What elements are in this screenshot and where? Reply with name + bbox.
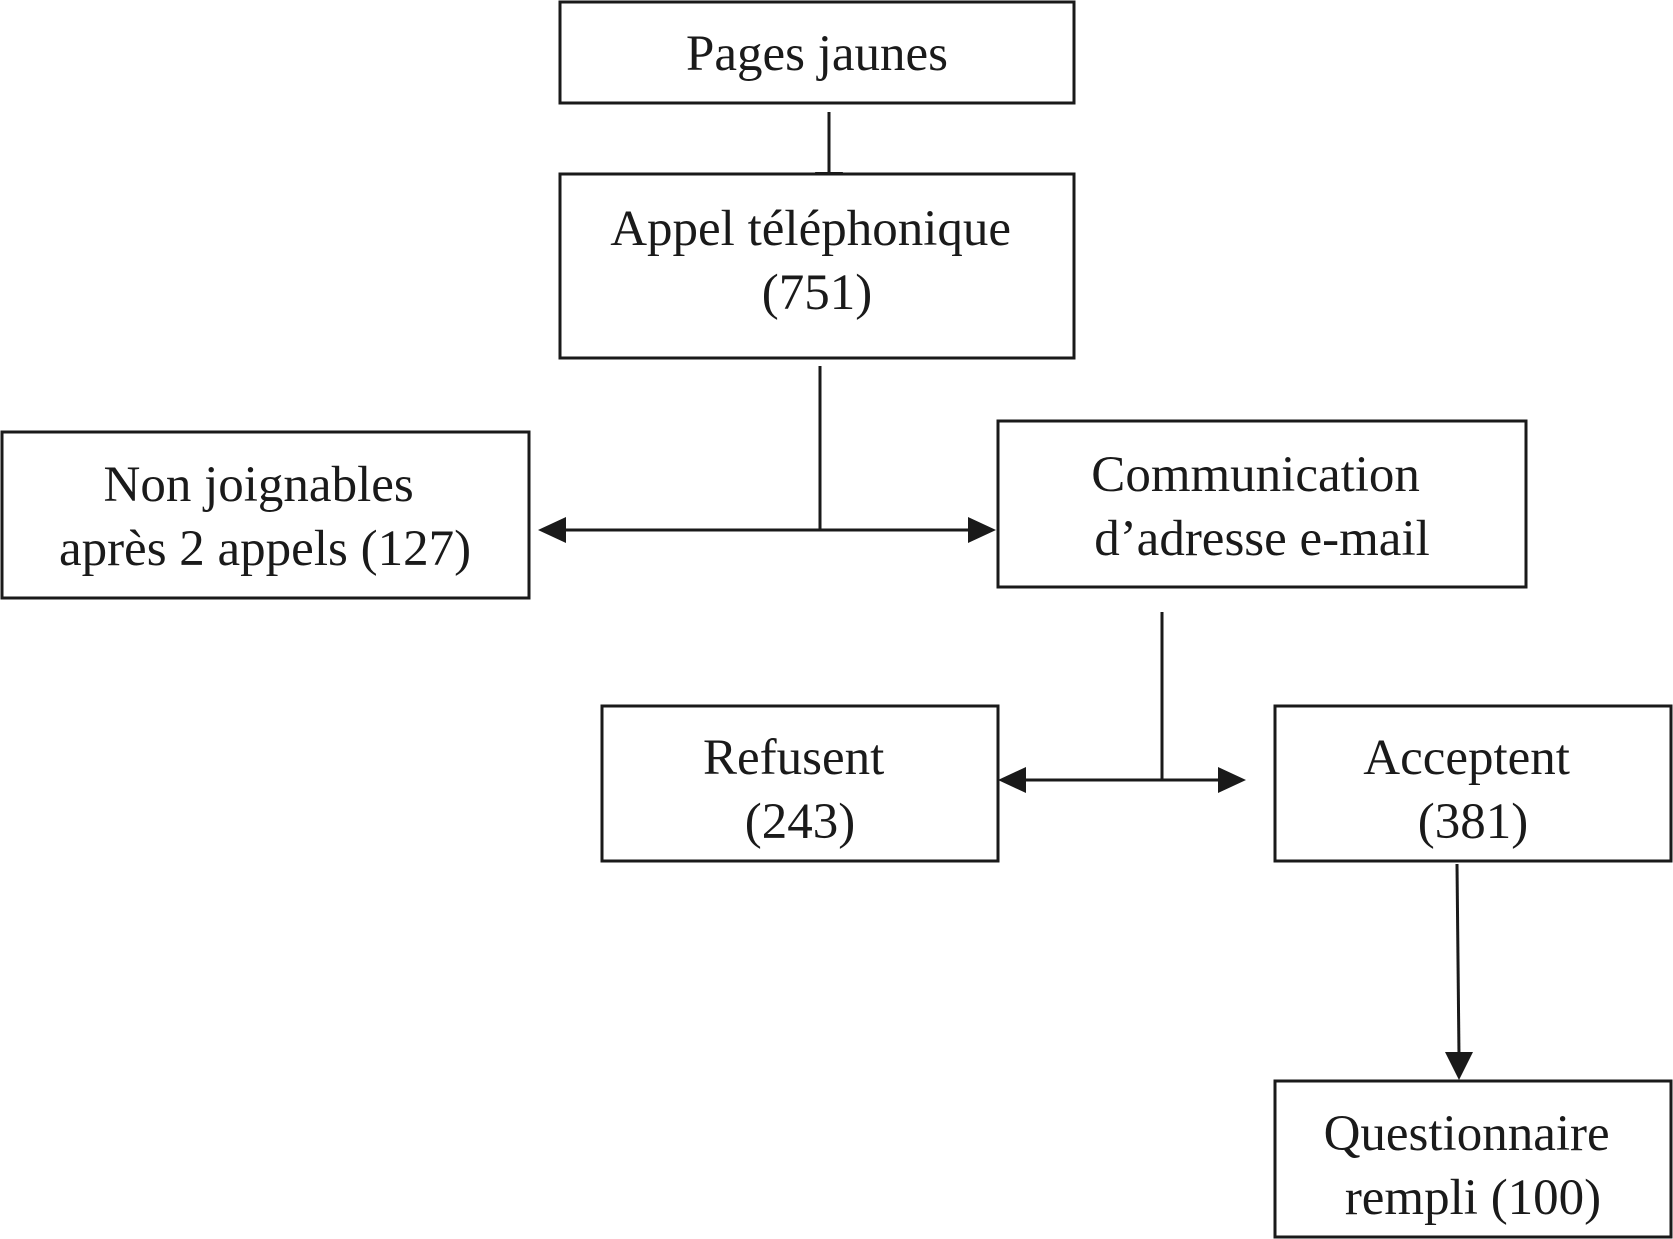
svg-text:Questionnaire rempli (10: Questionnaire rempli (100) <box>1324 1106 1623 1226</box>
node-appel-telephonique: Appel téléphonique (751) <box>558 172 1076 360</box>
edge-communication-to-refusent <box>998 767 1026 793</box>
node-box <box>996 419 1528 589</box>
node-label-line: Appel téléphonique <box>610 201 1011 257</box>
node-label-line: (243) <box>745 794 855 850</box>
node-refusent: Refusent (243) <box>600 704 1000 863</box>
node-box <box>558 172 1076 360</box>
node-box <box>600 704 1000 863</box>
edge-communication-to-acceptent <box>1218 767 1246 793</box>
svg-text:Appel téléphonique (751): Appel téléphonique (751) <box>610 201 1024 321</box>
edge-appel-to-non-joignables <box>538 517 566 543</box>
node-label-line: (381) <box>1418 794 1528 850</box>
arrow-head-down <box>1445 1052 1473 1080</box>
edge-appel-to-communication <box>968 517 996 543</box>
arrow-head-left <box>538 517 566 543</box>
arrow-head-left <box>998 767 1026 793</box>
node-label-line: Acceptent <box>1363 730 1570 786</box>
node-acceptent: Acceptent (381) <box>1273 704 1673 863</box>
edge-appel-split <box>556 366 972 532</box>
node-label-line: d’adresse e-mail <box>1094 511 1430 567</box>
arrow-head-right <box>1218 767 1246 793</box>
node-questionnaire-rempli: Questionnaire rempli (100) <box>1273 1079 1673 1239</box>
node-label-line: Communication <box>1091 447 1420 503</box>
node-label-line: Refusent <box>703 730 884 786</box>
arrow-head-right <box>968 517 996 543</box>
node-box <box>1273 704 1673 863</box>
svg-text:Non joignables après 2 a: Non joignables après 2 appels (127) <box>59 457 471 577</box>
edge-communication-split <box>1018 612 1222 782</box>
node-label-line: (751) <box>762 265 872 321</box>
node-label-line: Pages jaunes <box>686 26 948 82</box>
node-non-joignables: Non joignables après 2 appels (127) <box>0 430 531 600</box>
node-label-line: Questionnaire <box>1324 1106 1610 1162</box>
node-communication-email: Communication d’adresse e-mail <box>996 419 1528 589</box>
node-label-line: Non joignables <box>104 457 414 513</box>
svg-text:Acceptent (381): Acceptent (381) <box>1363 730 1582 850</box>
node-box <box>1273 1079 1673 1239</box>
svg-text:Pages jaunes: Pages jaunes <box>686 26 948 82</box>
svg-text:Communication d’adresse: Communication d’adresse e-mail <box>1091 447 1432 567</box>
edges <box>538 112 1473 1080</box>
node-label-line: rempli (100) <box>1345 1170 1601 1226</box>
node-box <box>558 0 1076 105</box>
svg-text:Refusent (243): Refusent (243) <box>703 730 897 850</box>
node-box <box>0 430 531 600</box>
edge-acceptent-to-questionnaire <box>1445 863 1473 1080</box>
node-pages-jaunes: Pages jaunes <box>558 0 1076 105</box>
node-label-line: après 2 appels (127) <box>59 521 471 577</box>
